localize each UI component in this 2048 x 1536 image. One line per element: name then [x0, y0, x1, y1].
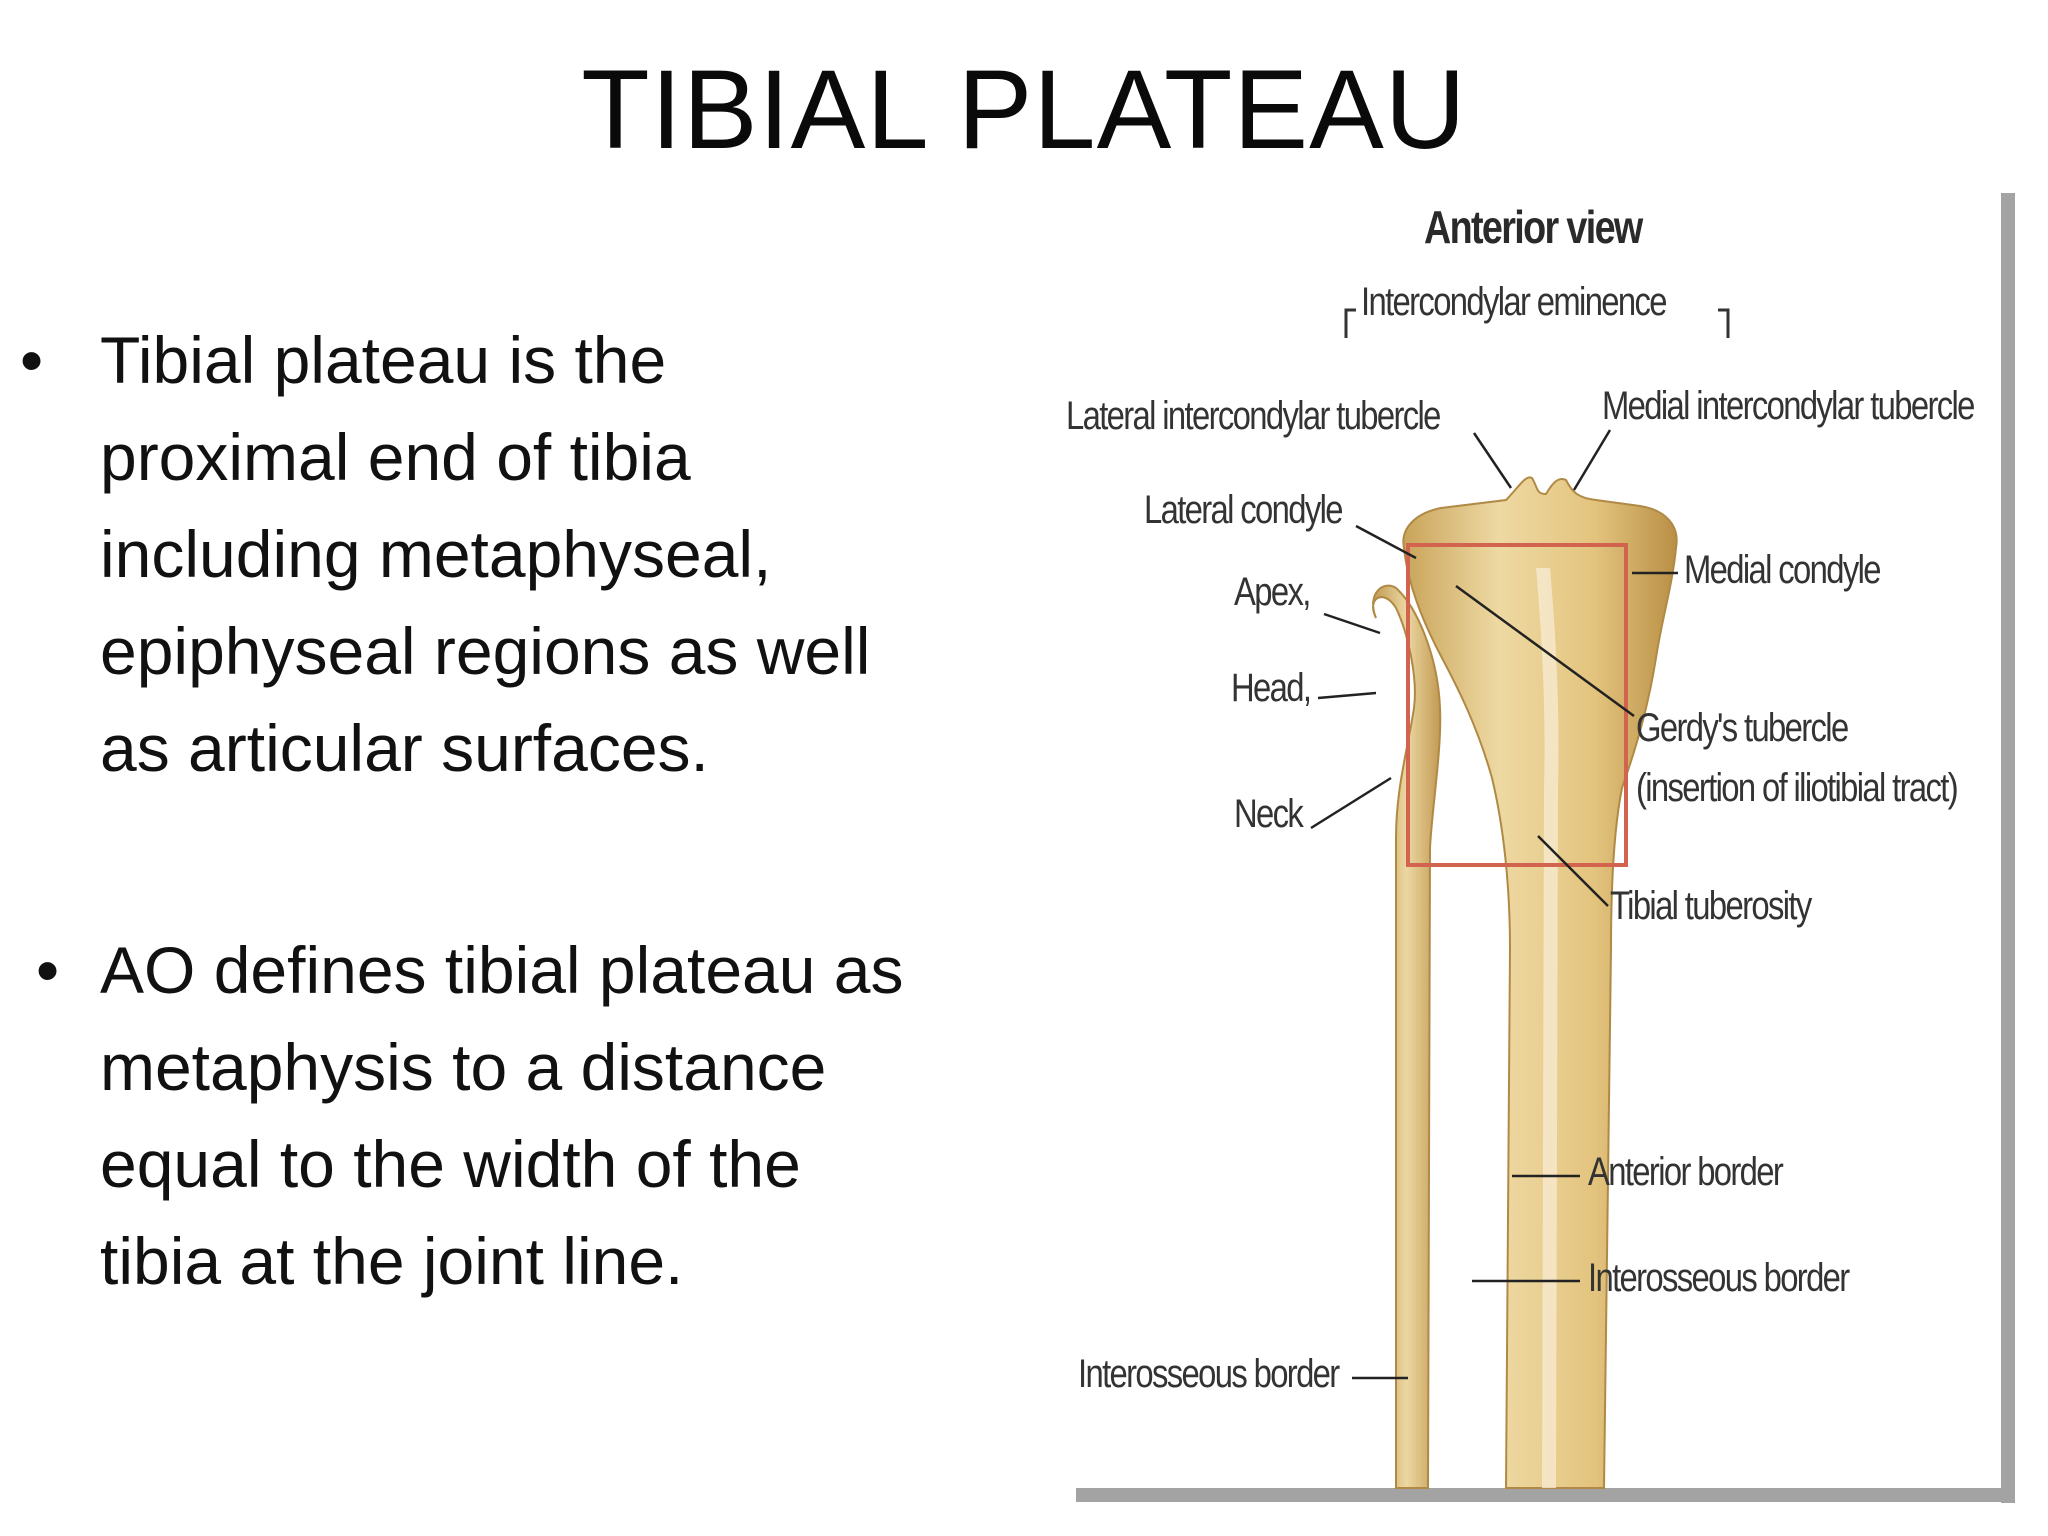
label-intercondylar-eminence: Intercondylar eminence — [1361, 280, 1667, 324]
bullet-1: • Tibial plateau is the proximal end of … — [20, 312, 1020, 797]
bullet-marker: • — [36, 933, 60, 1007]
tibia-illustration — [1076, 193, 2015, 1503]
bullet-text: Tibial plateau is the proximal end of ti… — [100, 312, 1020, 797]
label-medial-intercondylar-tubercle: Medial intercondylar tubercle — [1602, 384, 1975, 428]
frame-shadow-right — [2001, 193, 2015, 1503]
figure-heading: Anterior view — [1424, 201, 1643, 253]
bullet-line: AO defines tibial plateau as — [100, 933, 904, 1007]
tibia — [1402, 476, 1678, 1489]
label-lateral-intercondylar-tubercle: Lateral intercondylar tubercle — [1066, 394, 1441, 438]
bullet-line: Tibial plateau is the — [100, 323, 667, 397]
plateau-highlight-box — [1406, 543, 1628, 867]
label-apex: Apex, — [1234, 570, 1311, 614]
bullet-line: proximal end of tibia — [100, 420, 691, 494]
bullet-line: tibia at the joint line. — [100, 1224, 684, 1298]
label-tibial-tuberosity: Tibial tuberosity — [1610, 884, 1812, 928]
label-lateral-condyle: Lateral condyle — [1144, 488, 1344, 532]
label-interosseous-border-right: Interosseous border — [1588, 1256, 1850, 1300]
label-gerdys-tubercle: Gerdy's tubercle — [1636, 706, 1849, 750]
eminence-bracket — [1344, 308, 1730, 338]
tibia-anatomy-figure: Anterior view Intercondylar eminence Lat… — [1066, 188, 2016, 1503]
label-anterior-border: Anterior border — [1588, 1150, 1784, 1194]
label-gerdys-tubercle-note: (insertion of iliotibial tract) — [1636, 766, 1959, 810]
leader-gerdys — [1455, 584, 1635, 718]
frame-shadow-bottom — [1076, 1488, 2015, 1502]
bullet-marker: • — [20, 323, 44, 397]
bullet-text: AO defines tibial plateau as metaphysis … — [100, 922, 1020, 1310]
bullet-2: • AO defines tibial plateau as metaphysi… — [20, 922, 1020, 1310]
leader-head — [1317, 691, 1377, 700]
leader-lateral-condyle — [1355, 524, 1417, 560]
label-medial-condyle: Medial condyle — [1684, 548, 1881, 592]
leader-medial-intercondylar — [1572, 429, 1612, 491]
bullet-line: as articular surfaces. — [100, 711, 709, 785]
bullet-line: equal to the width of the — [100, 1127, 801, 1201]
leader-apex — [1323, 612, 1381, 635]
bullet-line: epiphyseal regions as well — [100, 614, 871, 688]
leader-tibial-tuberosity — [1537, 835, 1609, 907]
bullet-line: metaphysis to a distance — [100, 1030, 827, 1104]
leader-lines — [1310, 429, 1678, 1380]
slide-title: TIBIAL PLATEAU — [581, 47, 1467, 172]
bullet-line: including metaphyseal, — [100, 517, 772, 591]
tibia-highlight — [1536, 568, 1559, 1488]
label-interosseous-border-left: Interosseous border — [1078, 1352, 1340, 1396]
leader-lateral-intercondylar — [1472, 432, 1513, 489]
label-head: Head, — [1231, 666, 1312, 710]
leader-neck — [1310, 776, 1392, 830]
label-neck: Neck — [1234, 792, 1304, 836]
